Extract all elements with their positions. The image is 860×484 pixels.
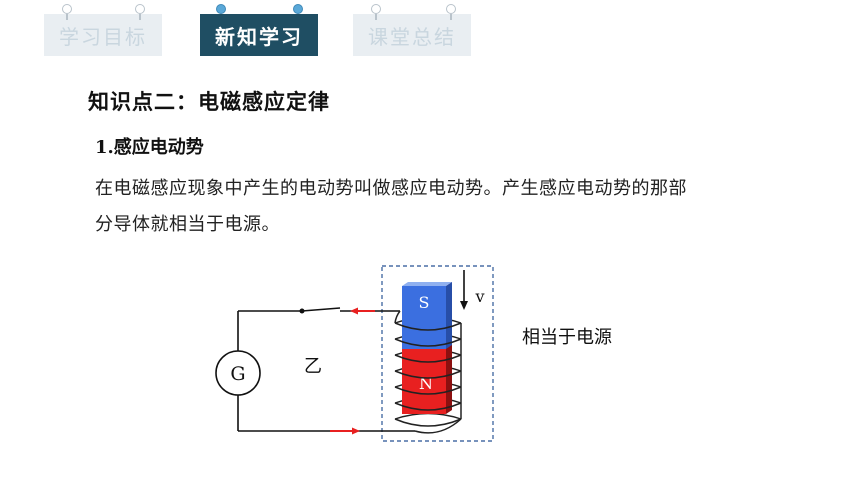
- magnet-n-label: N: [419, 374, 433, 393]
- circuit-label: 乙: [304, 356, 322, 377]
- ring-icon: [216, 4, 226, 14]
- velocity-label: v: [474, 287, 484, 306]
- equivalent-source-label: 相当于电源: [522, 327, 612, 348]
- tab-label: 学习目标: [59, 24, 147, 49]
- source-dashed-box: [381, 265, 494, 442]
- ring-icon: [371, 4, 381, 14]
- galvanometer: [215, 350, 261, 396]
- current-arrow: [330, 427, 360, 435]
- tab-label: 新知学习: [215, 24, 303, 49]
- paragraph-line: 分导体就相当于电源。: [95, 214, 280, 235]
- tab-label: 课堂总结: [368, 24, 456, 49]
- definition-paragraph: 在电磁感应现象中产生的电动势叫做感应电动势。产生感应电动势的那部 分导体就相当于…: [95, 171, 795, 243]
- subsection-heading: 1.感应电动势: [95, 137, 204, 158]
- velocity-arrow: [460, 270, 468, 310]
- paragraph-line: 在电磁感应现象中产生的电动势叫做感应电动势。产生感应电动势的那部: [95, 178, 687, 199]
- tab-class-summary[interactable]: 课堂总结: [353, 4, 471, 56]
- tab-new-knowledge[interactable]: 新知学习: [200, 4, 318, 56]
- bar-magnet: [402, 282, 452, 414]
- coil-front: [394, 310, 462, 434]
- galvanometer-label: G: [230, 363, 245, 385]
- section-heading: 知识点二：电磁感应定律: [88, 90, 330, 114]
- ring-icon: [135, 4, 145, 14]
- switch-pivot: [299, 308, 305, 314]
- magnet-south-pole: [402, 286, 446, 349]
- current-arrow: [350, 307, 375, 315]
- circuit-wires: [237, 307, 415, 432]
- magnet-s-label: S: [419, 293, 430, 312]
- ring-icon: [293, 4, 303, 14]
- ring-icon: [446, 4, 456, 14]
- tab-learning-objectives[interactable]: 学习目标: [44, 4, 162, 56]
- ring-icon: [62, 4, 72, 14]
